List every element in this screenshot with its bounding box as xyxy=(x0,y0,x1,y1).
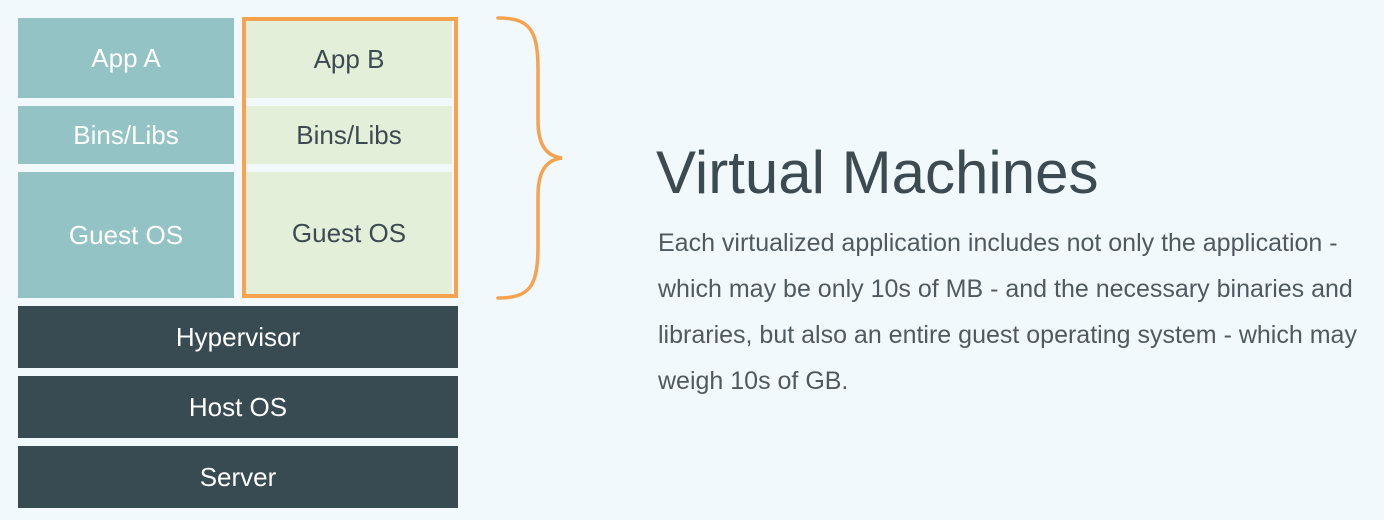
vm-a-bins-libs-block: Bins/Libs xyxy=(18,106,234,164)
hypervisor-block: Hypervisor xyxy=(18,306,458,368)
vm-description: Each virtualized application includes no… xyxy=(658,229,1357,395)
host-os-block: Host OS xyxy=(18,376,458,438)
vm-b-guest-os-block: Guest OS xyxy=(246,172,452,294)
vm-a-guest-os-block: Guest OS xyxy=(18,172,234,298)
vm-b-app-block: App B xyxy=(246,21,452,98)
vm-b-bins-libs-block: Bins/Libs xyxy=(246,106,452,164)
curly-brace-icon xyxy=(496,16,563,300)
server-block: Server xyxy=(18,446,458,508)
vm-a-app-block: App A xyxy=(18,18,234,98)
vm-title: Virtual Machines xyxy=(656,139,1099,206)
